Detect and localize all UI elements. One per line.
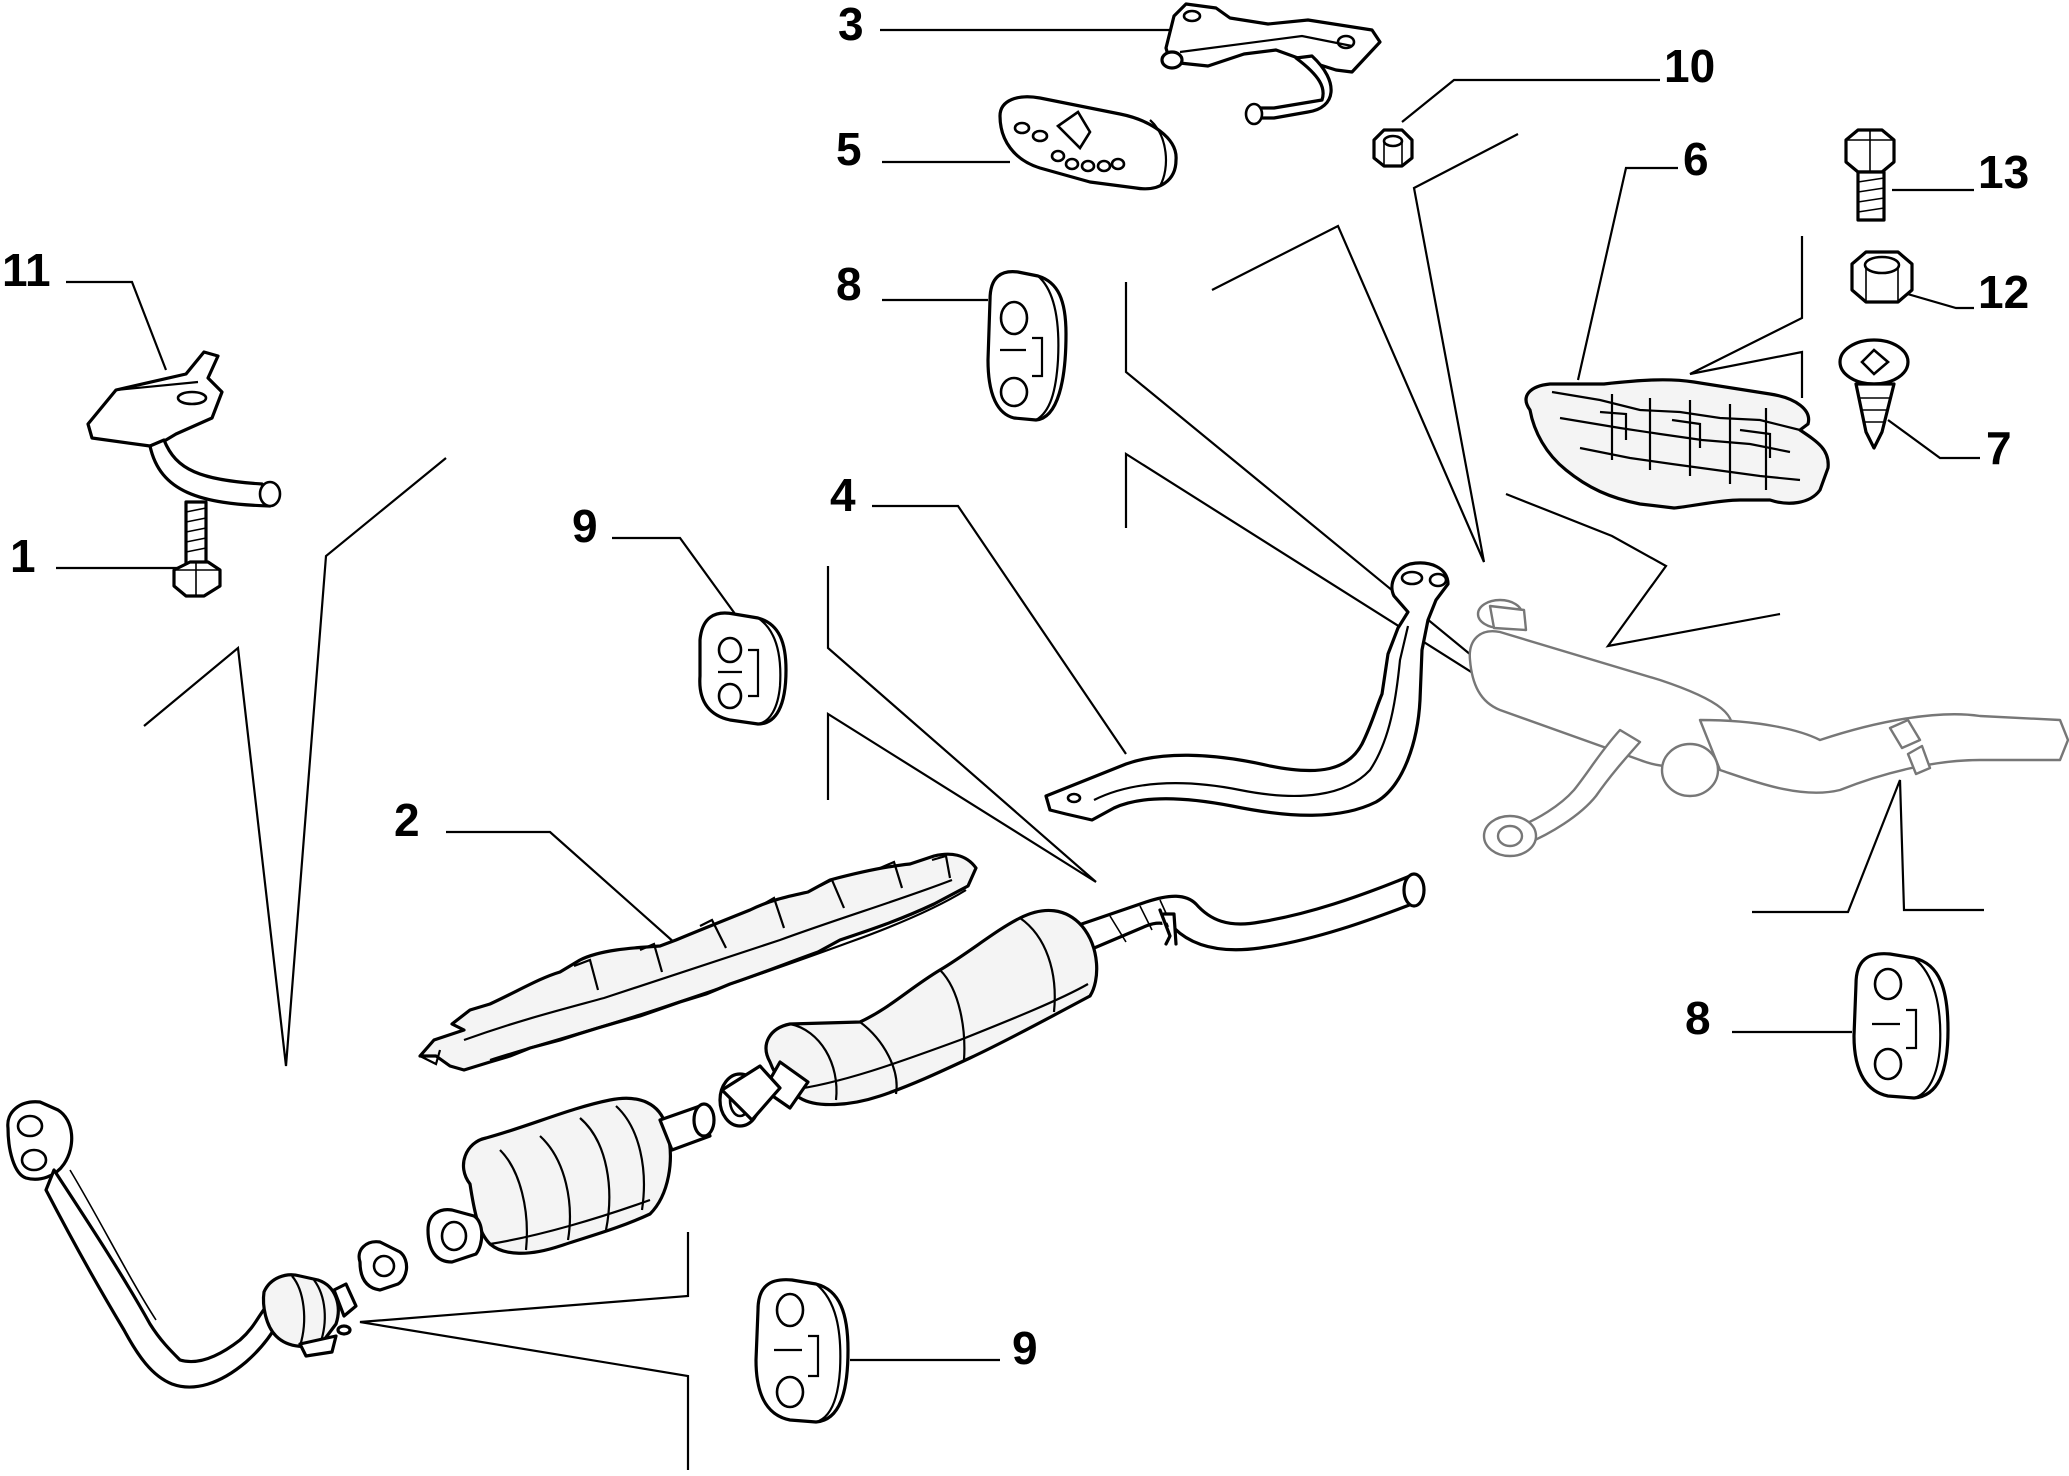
part-5-rubber-hanger [998, 95, 1178, 191]
part-2-heat-shield [418, 852, 978, 1072]
part-8-rubber-mount-lower [1852, 952, 1950, 1100]
part-11-bracket [86, 350, 282, 508]
callout-label-6: 6 [1683, 133, 1709, 185]
callout-label-9-lower: 9 [1012, 1322, 1038, 1374]
part-3-rear-bracket [1160, 2, 1382, 126]
callout-labels: 1 2 3 4 5 6 7 8 8 9 9 10 11 12 13 [2, 0, 2029, 1374]
part-6-rear-heat-shield [1524, 378, 1830, 510]
callout-label-3: 3 [838, 0, 864, 50]
part-8-rubber-mount-upper [986, 270, 1068, 422]
part-1-bolt [172, 500, 222, 598]
callout-label-2: 2 [394, 794, 420, 846]
rear-muffler-assembly [1468, 598, 2069, 858]
callout-label-11: 11 [2, 244, 51, 296]
part-7-clip [1838, 338, 1910, 450]
part-10-nut [1372, 128, 1414, 168]
callout-label-7: 7 [1986, 422, 2012, 474]
part-9-rubber-mount-lower [754, 1278, 850, 1424]
front-catalyst [357, 1096, 716, 1292]
callout-label-1: 1 [10, 530, 36, 582]
callout-label-8-lower: 8 [1685, 992, 1711, 1044]
callout-label-5: 5 [836, 123, 862, 175]
callout-label-12: 12 [1978, 266, 2029, 318]
middle-silencer-assembly [718, 872, 1426, 1128]
part-12-nut [1850, 250, 1914, 304]
callout-label-10: 10 [1664, 40, 1715, 92]
part-4-pipe-bracket [1044, 561, 1450, 822]
assembly-guide-lines [143, 133, 1984, 1470]
part-13-bolt [1844, 128, 1896, 222]
callout-label-4: 4 [830, 469, 856, 521]
callout-label-13: 13 [1978, 146, 2029, 198]
callout-label-9-upper: 9 [572, 500, 598, 552]
front-downpipe [6, 1100, 358, 1389]
part-9-rubber-mount-upper [698, 611, 788, 726]
callout-label-8-upper: 8 [836, 258, 862, 310]
